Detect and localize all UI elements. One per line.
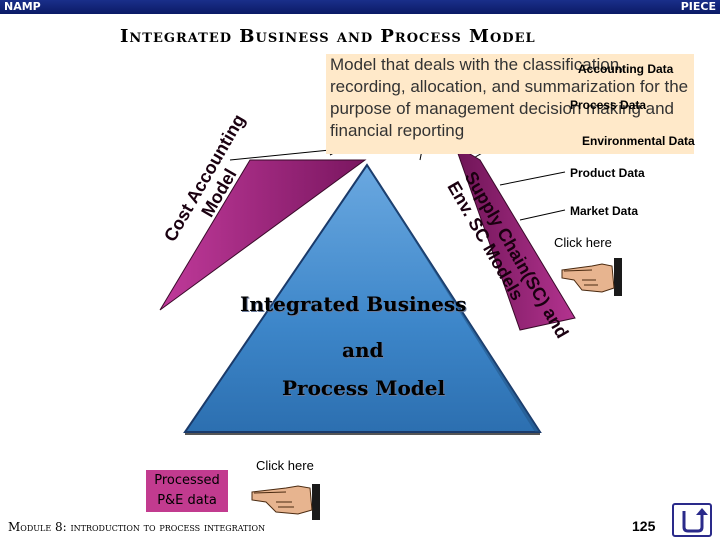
page-number: 125 xyxy=(632,518,656,534)
accounting-data-label: Accounting Data xyxy=(578,62,674,76)
environmental-data-label: Environmental Data xyxy=(582,134,695,148)
triangle-line-1: Integrated Business xyxy=(240,292,467,316)
market-data-label: Market Data xyxy=(570,204,639,218)
cost-accounting-panel xyxy=(159,159,367,311)
header-right: PIECE xyxy=(680,0,716,13)
pointing-hand-icon[interactable] xyxy=(251,484,320,520)
return-arrow-icon xyxy=(682,508,708,533)
triangle-line-2: and xyxy=(342,338,384,362)
header-bar: NAMP PIECE xyxy=(0,0,720,14)
page-title: Integrated Business and Process Model xyxy=(120,26,536,47)
definition-box: Model that deals with the classification… xyxy=(326,54,694,154)
supply-chain-panel xyxy=(454,143,576,331)
return-button[interactable] xyxy=(672,503,712,537)
product-data-label: Product Data xyxy=(570,166,645,180)
triangle-line-3: Process Model xyxy=(282,376,446,400)
header-left: NAMP xyxy=(4,0,41,13)
click-here-link-bottom[interactable]: Click here xyxy=(256,458,314,473)
footer-module: Module 8: introduction to process integr… xyxy=(8,520,266,534)
pointing-hand-icon[interactable] xyxy=(561,258,622,296)
process-data-label: Process Data xyxy=(570,98,647,112)
click-here-link-right[interactable]: Click here xyxy=(554,235,612,250)
processed-data-box: Processed P&E data xyxy=(146,470,228,512)
